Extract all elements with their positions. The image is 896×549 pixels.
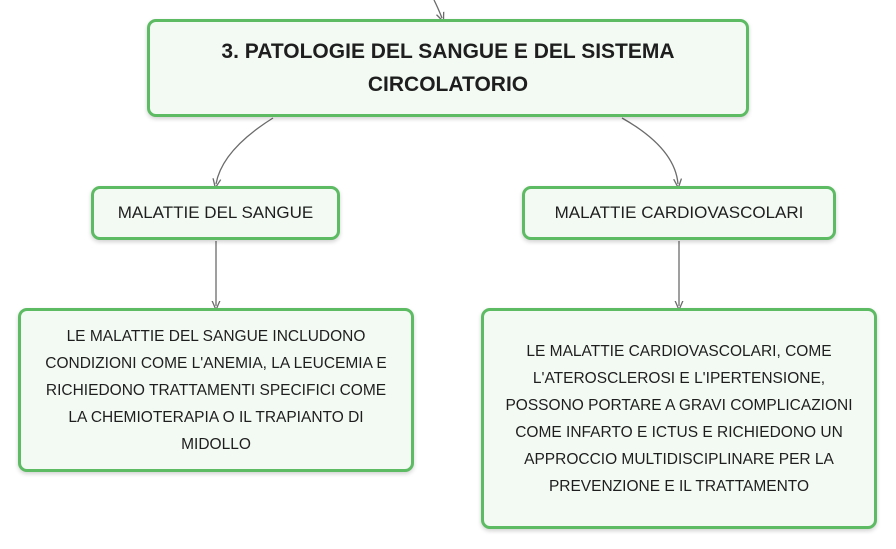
subtopic-node-cardiovascular-description[interactable]: LE MALATTIE CARDIOVASCOLARI, COME L'ATER… [481, 308, 877, 529]
root-topic-title: 3. PATOLOGIE DEL SANGUE E DEL SISTEMA CI… [221, 40, 675, 96]
subtopic-text-blood-description: LE MALATTIE DEL SANGUE INCLUDONO CONDIZI… [45, 327, 387, 453]
connector-root-to-cardio [621, 117, 678, 184]
connector-incoming-root [433, 0, 442, 18]
subtopic-node-blood-description[interactable]: LE MALATTIE DEL SANGUE INCLUDONO CONDIZI… [18, 308, 414, 472]
subtopic-text-cardiovascular-description: LE MALATTIE CARDIOVASCOLARI, COME L'ATER… [505, 342, 853, 495]
topic-node-blood-diseases[interactable]: MALATTIE DEL SANGUE [91, 186, 340, 240]
topic-node-cardiovascular-diseases[interactable]: MALATTIE CARDIOVASCOLARI [522, 186, 836, 240]
root-topic-node[interactable]: 3. PATOLOGIE DEL SANGUE E DEL SISTEMA CI… [147, 19, 749, 117]
topic-label-blood-diseases: MALATTIE DEL SANGUE [117, 203, 314, 222]
connector-root-to-blood [216, 117, 274, 184]
topic-label-cardiovascular-diseases: MALATTIE CARDIOVASCOLARI [554, 203, 804, 222]
